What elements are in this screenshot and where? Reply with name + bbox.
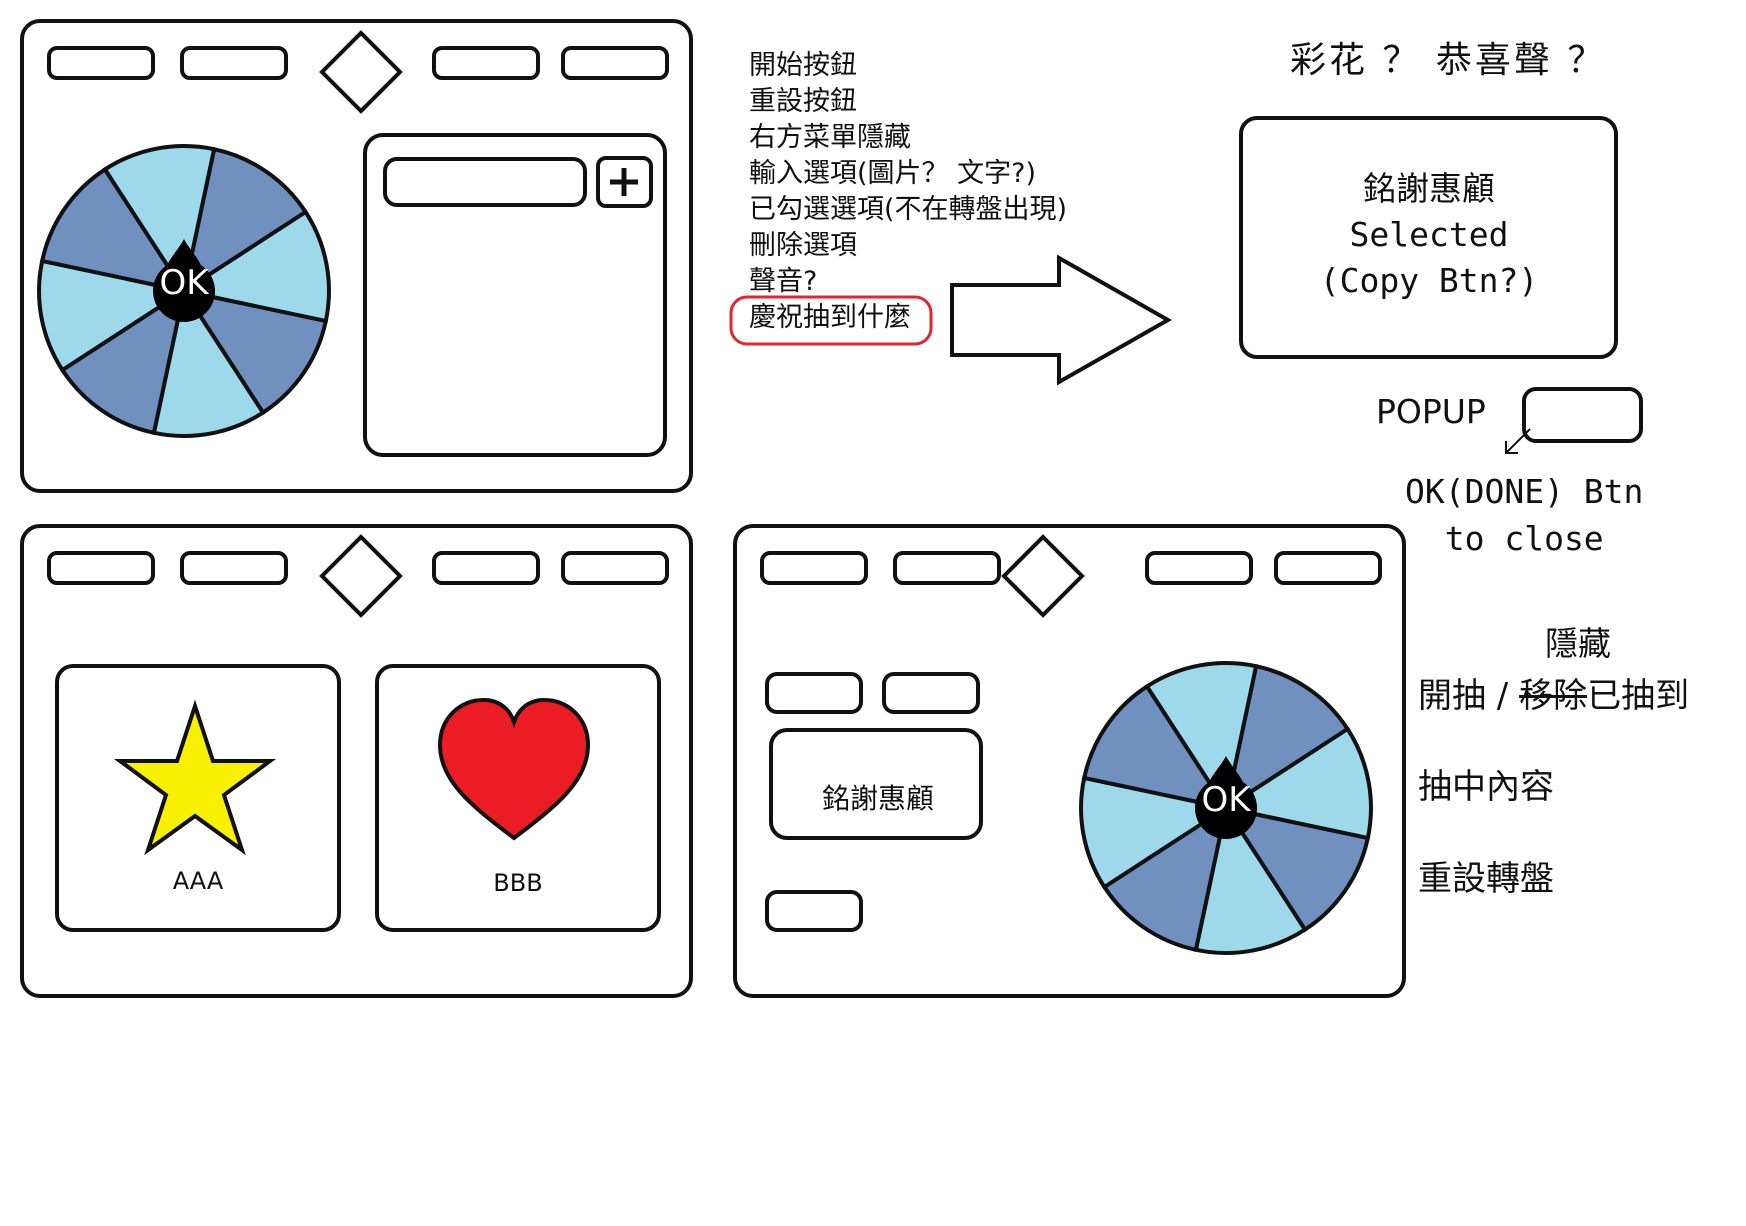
- highlight-circle: [729, 295, 933, 346]
- wheel-segment: [178, 209, 331, 324]
- frame-1-side-panel: [363, 133, 667, 457]
- popup-ok-note: OK(DONE) Btn: [1405, 472, 1644, 511]
- note-reset-button: 重設按鈕: [749, 86, 857, 117]
- label-hide: 隱藏: [1545, 624, 1611, 663]
- label-removed: 移除: [1519, 676, 1588, 716]
- heart-icon: [437, 697, 591, 841]
- popup-close-note: OK(DONE) Btn to close: [1405, 468, 1643, 562]
- popup-dialog: [1239, 116, 1618, 359]
- frame-3-nav-button-3[interactable]: [1145, 551, 1253, 585]
- wheel-segment: [1221, 805, 1371, 933]
- wheel-segment: [1193, 802, 1308, 955]
- label-reset-wheel: 重設轉盤: [1418, 859, 1554, 899]
- popup-ok-button[interactable]: [1522, 387, 1643, 443]
- frame-1-nav-button-3[interactable]: [432, 46, 540, 80]
- popup-title: 彩花 ？ 恭喜聲 ？: [1290, 40, 1607, 81]
- reset-wheel-button[interactable]: [765, 890, 863, 932]
- drawn-result-box: [769, 728, 983, 840]
- frame-3-nav-button-1[interactable]: [760, 551, 868, 585]
- flow-arrow-icon: [950, 254, 1173, 386]
- pointer-arrow: [1505, 428, 1531, 454]
- wheel-segment: [179, 288, 329, 416]
- note-input-options: 輸入選項(圖片？ 文字?): [749, 158, 1036, 189]
- add-option-button[interactable]: [596, 156, 653, 208]
- option-input[interactable]: [383, 157, 587, 207]
- wheel-segment: [1079, 775, 1232, 890]
- frame-2-logo-diamond[interactable]: [319, 534, 403, 618]
- wheel-ok-hub[interactable]: [153, 260, 215, 322]
- frame-3-logo-diamond[interactable]: [1001, 534, 1085, 618]
- frame-1-nav-button-1[interactable]: [47, 46, 155, 80]
- frame-3-nav-button-2[interactable]: [893, 551, 1001, 585]
- note-sound: 聲音?: [749, 266, 818, 297]
- star-icon: [113, 699, 277, 856]
- draw-start-button[interactable]: [765, 672, 863, 714]
- frame-2-nav-button-3[interactable]: [432, 551, 540, 585]
- label-draw: 開抽 /: [1418, 676, 1520, 716]
- wheel-segment: [1220, 726, 1373, 841]
- spin-wheel-result[interactable]: [1079, 661, 1373, 955]
- pointer-arrow-head: [1505, 441, 1518, 454]
- wheel-segment: [151, 285, 266, 438]
- wheel-result-ok-label[interactable]: OK: [1201, 780, 1251, 820]
- note-celebrate: 慶祝抽到什麼: [749, 302, 911, 333]
- note-start-button: 開始按鈕: [749, 50, 857, 81]
- wheel-ok-label[interactable]: OK: [159, 263, 209, 303]
- frame-2-window: [20, 524, 693, 998]
- frame-3-window: [733, 524, 1406, 998]
- note-hide-menu: 右方菜單隱藏: [749, 122, 911, 153]
- popup-selected-text: Selected: [1349, 215, 1509, 254]
- frame-1-nav-button-4[interactable]: [561, 46, 669, 80]
- hide-drawn-button[interactable]: [882, 672, 980, 714]
- note-checked-options: 已勾選選項(不在轉盤出現): [749, 194, 1068, 225]
- popup-copy-text: (Copy Btn?): [1319, 261, 1539, 300]
- frame-2-nav-button-1[interactable]: [47, 551, 155, 585]
- popup-result-text: 銘謝惠顧: [1363, 169, 1495, 208]
- label-drawn: 已抽到: [1587, 676, 1690, 716]
- frame-1-window: [20, 19, 693, 493]
- label-draw-remove: 開抽 / 移除已抽到: [1418, 676, 1690, 716]
- spin-wheel[interactable]: [37, 144, 331, 438]
- wheel-segment: [1223, 663, 1351, 813]
- wheel-segment: [1101, 803, 1229, 953]
- feature-notes: 開始按鈕 重設按鈕 右方菜單隱藏 輸入選項(圖片？ 文字?) 已勾選選項(不在轉…: [749, 48, 1067, 336]
- wheel-segment: [37, 258, 190, 373]
- frame-1-nav-button-2[interactable]: [180, 46, 288, 80]
- card-label-aaa: AAA: [172, 867, 224, 895]
- option-card-bbb[interactable]: [375, 664, 661, 932]
- wheel-segment: [39, 166, 189, 294]
- wheel-segment: [59, 286, 187, 436]
- label-draw-content: 抽中內容: [1418, 767, 1554, 807]
- frame-1-logo-diamond[interactable]: [319, 30, 403, 114]
- frame-3-nav-button-4[interactable]: [1274, 551, 1382, 585]
- popup-label: POPUP: [1376, 392, 1486, 431]
- drawn-result-text: 銘謝惠顧: [821, 782, 934, 815]
- frame-2-nav-button-4[interactable]: [561, 551, 669, 585]
- option-card-aaa[interactable]: [55, 664, 341, 932]
- card-label-bbb: BBB: [493, 869, 543, 897]
- wheel-ok-hub[interactable]: [1195, 777, 1257, 839]
- popup-body: 銘謝惠顧 Selected (Copy Btn?): [1244, 166, 1614, 304]
- popup-close-text: to close: [1444, 519, 1604, 558]
- frame-2-nav-button-2[interactable]: [180, 551, 288, 585]
- wheel-segment: [1081, 683, 1231, 811]
- note-delete-options: 刪除選項: [749, 230, 857, 261]
- wheel-segment: [181, 146, 309, 296]
